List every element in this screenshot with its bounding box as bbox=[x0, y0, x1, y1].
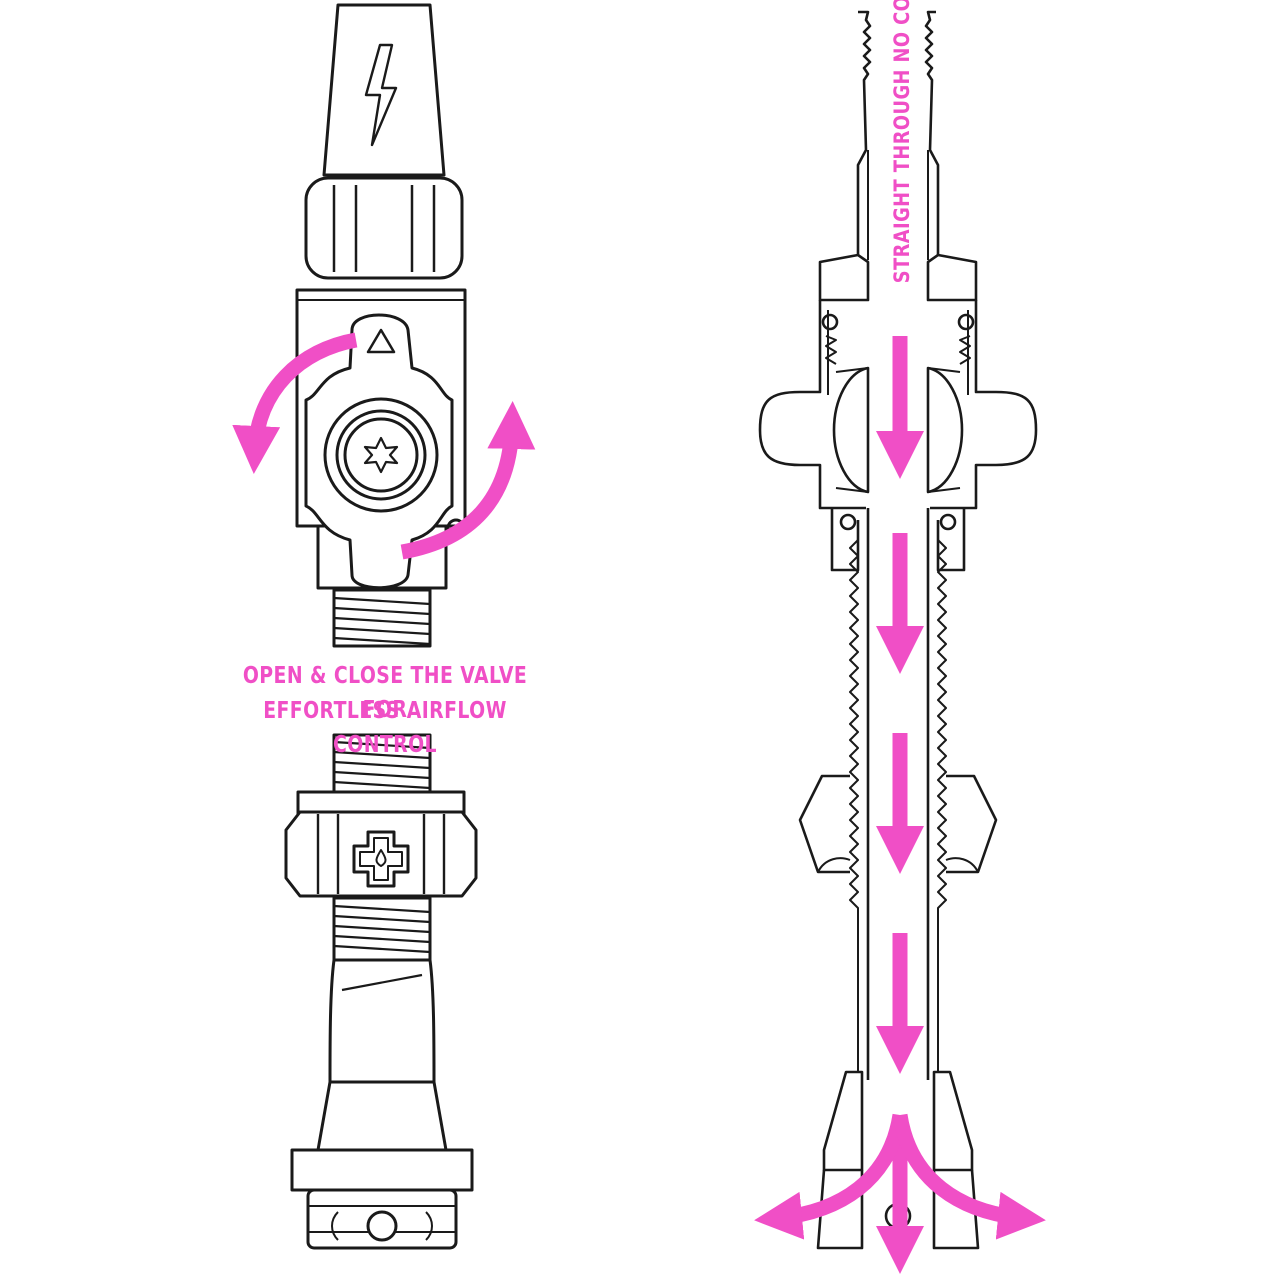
lightning-bolt-icon bbox=[364, 43, 398, 147]
stem-thread-walls bbox=[849, 508, 947, 1080]
lower-thread bbox=[332, 733, 432, 795]
ball-valve-left-half bbox=[832, 366, 870, 494]
cap-thread-walls bbox=[856, 10, 940, 260]
straight-through-label: STRAIGHT THROUGH NO CORE bbox=[890, 0, 914, 284]
valve-body bbox=[295, 288, 467, 590]
rotate-open-arrow bbox=[232, 332, 358, 474]
rotate-close-arrow bbox=[400, 401, 536, 560]
rotation-arrows bbox=[232, 332, 536, 560]
airflow-arrow-right-out bbox=[892, 1113, 1046, 1240]
cross-drop-logo-icon bbox=[352, 830, 410, 888]
lock-nut-section bbox=[798, 774, 998, 874]
valve-cap bbox=[322, 3, 446, 177]
right-valve-section bbox=[758, 10, 1038, 1250]
valve-body-section bbox=[758, 253, 1038, 572]
valve-stem bbox=[290, 958, 474, 1250]
caption-line-2: EFFORTLESS AIRFLOW CONTROL bbox=[263, 698, 507, 758]
airflow-arrow-left-out bbox=[754, 1113, 908, 1240]
cap-collar bbox=[304, 176, 464, 280]
lock-nut bbox=[284, 790, 478, 898]
torx-star-icon bbox=[363, 436, 399, 474]
ball-valve-right-half bbox=[926, 366, 964, 494]
lower-thread-2 bbox=[332, 896, 432, 962]
caption-line-1: OPEN & CLOSE THE VALVE FOR bbox=[242, 663, 528, 723]
left-valve-exterior bbox=[284, 3, 478, 1250]
upper-thread bbox=[332, 588, 432, 648]
airflow-arrows bbox=[754, 336, 1046, 1275]
